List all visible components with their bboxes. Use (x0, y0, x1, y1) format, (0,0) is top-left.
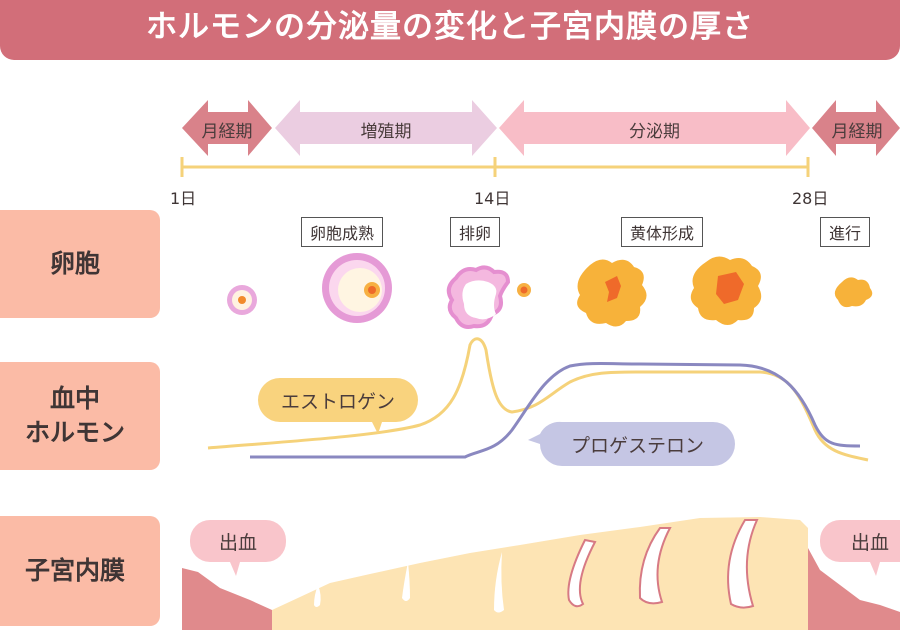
phase-label-proliferative: 増殖期 (360, 122, 412, 142)
stage-label-ovulation: 排卵 (450, 217, 501, 247)
endometrium-shed-right (808, 548, 900, 630)
estrogen-bubble (258, 378, 418, 434)
bleeding-label-left: 出血 (218, 531, 257, 554)
follicle-ovulation (446, 265, 531, 329)
endometrial-glands (314, 519, 759, 613)
phase-label-menstrual: 月経期 (201, 122, 253, 142)
follicle-primary (227, 285, 257, 315)
row-label-hormone: 血中 ホルモン (0, 362, 160, 470)
endometrium-layer (272, 517, 808, 630)
bleeding-bubble-right (820, 520, 900, 576)
corpus-albicans (834, 277, 873, 308)
progesterone-label: プロゲステロン (570, 434, 704, 457)
row-label-follicle: 卵胞 (0, 210, 160, 318)
bleeding-bubble-left (190, 520, 286, 576)
bleeding-label-right: 出血 (850, 531, 889, 554)
phase-arrow-menstrual-2 (812, 100, 900, 156)
endometrium-shed-left (182, 568, 272, 630)
estrogen-label: エストロゲン (280, 390, 395, 413)
corpus-luteum-forming (577, 259, 647, 327)
progesterone-curve (250, 362, 861, 459)
progesterone-bubble (528, 421, 735, 466)
follicle-mature (322, 253, 392, 323)
phase-arrow-menstrual (182, 100, 272, 156)
page-title: ホルモンの分泌量の変化と子宮内膜の厚さ (0, 0, 900, 60)
timeline (180, 157, 810, 177)
phase-arrow-proliferative (275, 100, 497, 156)
day-label-1: 1日 (170, 189, 197, 208)
row-label-endometrium: 子宮内膜 (0, 516, 160, 626)
phase-label-menstrual-2: 月経期 (831, 122, 883, 142)
day-label-14: 14日 (474, 189, 511, 208)
stage-label-luteinization: 黄体形成 (621, 217, 704, 247)
corpus-luteum (690, 256, 762, 325)
day-label-28: 28日 (792, 189, 829, 208)
phase-arrow-secretory (499, 100, 810, 156)
phase-label-secretory: 分泌期 (629, 122, 680, 142)
stage-label-maturation: 卵胞成熟 (301, 217, 384, 247)
stage-label-progression: 進行 (820, 217, 871, 247)
